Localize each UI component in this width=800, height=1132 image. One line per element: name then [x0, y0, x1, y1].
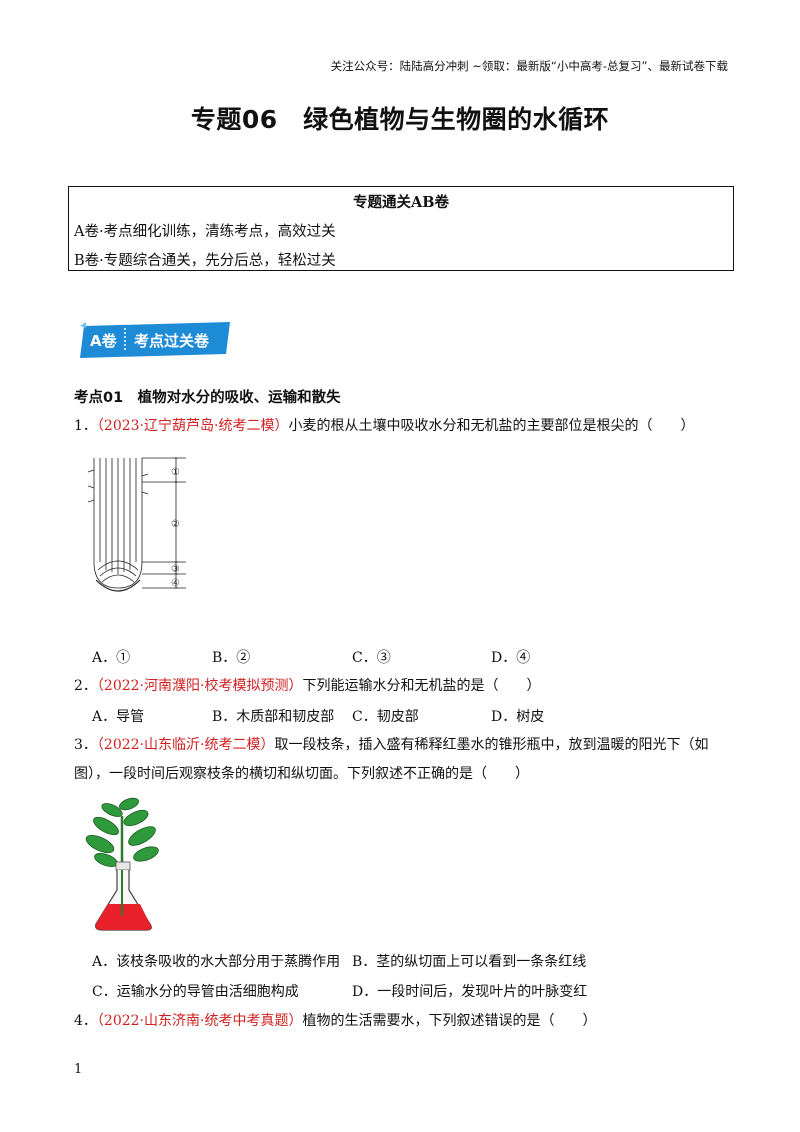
box-line-a: A卷·考点细化训练，清练考点，高效过关 [74, 224, 336, 240]
option-1b: B．② [212, 650, 251, 666]
figure-label-1: ① [171, 467, 180, 478]
question-1: 1．（2023·辽宁葫芦岛·统考二模）小麦的根从土壤中吸收水分和无机盐的主要部位… [74, 416, 694, 436]
question-text: 下列能运输水分和无机盐的是（ ） [302, 678, 541, 694]
option-2a: A．导管 [92, 709, 145, 725]
question-3-continued: 图），一段时间后观察枝条的横切和纵切面。下列叙述不正确的是（ ） [74, 766, 529, 782]
question-2: 2．（2022·河南濮阳·校考模拟预测）下列能运输水分和无机盐的是（ ） [74, 676, 540, 696]
question-4: 4．（2022·山东济南·统考中考真题）植物的生活需要水，下列叙述错误的是（ ） [74, 1011, 596, 1031]
question-text: 取一段枝条，插入盛有稀释红墨水的锥形瓶中，放到温暖的阳光下（如 [274, 737, 709, 753]
page-number: 1 [74, 1062, 83, 1077]
option-1d: D．④ [491, 650, 531, 666]
option-1a: A．① [92, 650, 131, 666]
box-line-b: B卷·专题综合通关，先分后总，轻松过关 [74, 253, 336, 269]
question-number: 4． [74, 1013, 97, 1029]
figure-label-4: ④ [171, 578, 180, 589]
banner-b-label: 考点过关卷 [134, 332, 210, 350]
flask-plant-figure [85, 797, 159, 931]
root-tip-figure: ① ② ③ ④ [88, 457, 186, 592]
question-source: （2023·辽宁葫芦岛·统考二模） [96, 418, 289, 434]
section-heading: 考点01 植物对水分的吸收、运输和散失 [74, 390, 341, 406]
option-2d: D．树皮 [491, 709, 545, 725]
question-number: 1． [74, 418, 97, 434]
option-3a: A．该枝条吸收的水大部分用于蒸腾作用 [92, 954, 341, 970]
option-3d: D．一段时间后，发现叶片的叶脉变红 [352, 984, 588, 1000]
figure-label-2: ② [171, 519, 180, 530]
option-3c: C．运输水分的导管由活细胞构成 [92, 984, 299, 1000]
a-paper-banner: A卷 考点过关卷 [80, 322, 230, 358]
question-text: 植物的生活需要水，下列叙述错误的是（ ） [302, 1013, 597, 1029]
page-title: 专题06 绿色植物与生物圈的水循环 [190, 105, 610, 134]
question-text: 小麦的根从土壤中吸收水分和无机盐的主要部位是根尖的（ ） [288, 418, 695, 434]
question-number: 2． [74, 678, 97, 694]
question-3: 3．（2022·山东临沂·统考二模）取一段枝条，插入盛有稀释红墨水的锥形瓶中，放… [74, 735, 708, 755]
ab-info-box: 专题通关AB卷 A卷·考点细化训练，清练考点，高效过关 B卷·专题综合通关，先分… [68, 186, 734, 271]
option-2b: B．木质部和韧皮部 [212, 709, 335, 725]
option-3b: B．茎的纵切面上可以看到一条条红线 [352, 954, 587, 970]
question-source: （2022·河南濮阳·校考模拟预测） [96, 678, 303, 694]
question-source: （2022·山东临沂·统考二模） [96, 737, 275, 753]
banner-a-label: A卷 [90, 332, 118, 350]
box-title: 专题通关AB卷 [352, 194, 449, 211]
header-note: 关注公众号：陆陆高分冲刺 ~领取：最新版“小中高考-总复习”、最新试卷下载 [330, 59, 728, 73]
option-1c: C．③ [352, 650, 391, 666]
question-source: （2022·山东济南·统考中考真题） [96, 1013, 303, 1029]
question-number: 3． [74, 737, 97, 753]
figure-label-3: ③ [171, 564, 180, 575]
option-2c: C．韧皮部 [352, 709, 419, 725]
